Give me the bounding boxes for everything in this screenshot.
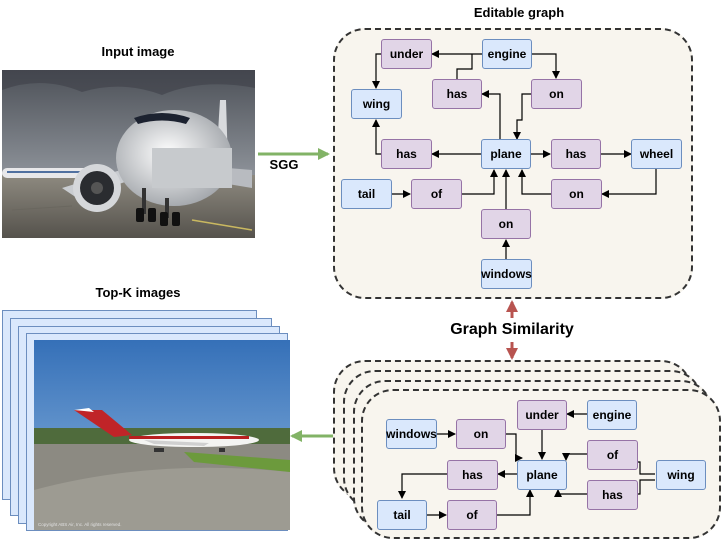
object-node-tail[interactable]: tail xyxy=(341,179,392,209)
photo-credit: Copyright ABS Air, Inc. All rights reser… xyxy=(38,522,122,527)
relation-node-has: has xyxy=(447,460,498,490)
input-image-title: Input image xyxy=(101,44,175,59)
relation-node-on[interactable]: on xyxy=(531,79,582,109)
relation-node-on: on xyxy=(456,419,506,449)
object-node-wing[interactable]: wing xyxy=(351,89,402,119)
graph-similarity-label: Graph Similarity xyxy=(450,321,574,338)
input-airplane-image xyxy=(2,70,255,238)
editable-graph-title: Editable graph xyxy=(473,5,565,20)
relation-node-has[interactable]: has xyxy=(432,79,482,109)
relation-node-has: has xyxy=(587,480,638,510)
object-node-tail: tail xyxy=(377,500,427,530)
relation-node-has[interactable]: has xyxy=(381,139,432,169)
relation-node-under: under xyxy=(517,400,567,430)
relation-node-of[interactable]: of xyxy=(411,179,462,209)
object-node-windows[interactable]: windows xyxy=(481,259,532,289)
object-node-plane: plane xyxy=(517,460,567,490)
object-node-engine: engine xyxy=(587,400,637,430)
relation-node-under[interactable]: under xyxy=(381,39,432,69)
relation-node-on[interactable]: on xyxy=(551,179,602,209)
topk-airplane-image: Copyright ABS Air, Inc. All rights reser… xyxy=(34,340,290,530)
relation-node-on[interactable]: on xyxy=(481,209,531,239)
relation-node-of: of xyxy=(447,500,497,530)
object-node-engine[interactable]: engine xyxy=(482,39,532,69)
sgg-label: SGG xyxy=(269,157,299,172)
relation-node-has[interactable]: has xyxy=(551,139,601,169)
object-node-wheel[interactable]: wheel xyxy=(631,139,682,169)
topk-images-title: Top-K images xyxy=(95,285,181,300)
object-node-wing: wing xyxy=(656,460,706,490)
object-node-plane[interactable]: plane xyxy=(481,139,531,169)
object-node-windows: windows xyxy=(386,419,437,449)
relation-node-of: of xyxy=(587,440,638,470)
